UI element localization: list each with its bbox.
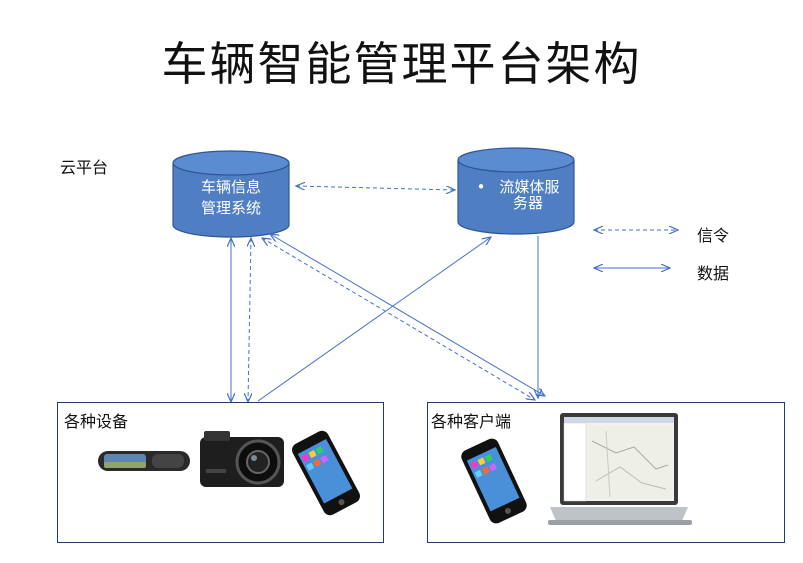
legend-data-label: 数据	[697, 264, 730, 283]
clients-box: 各种客户端	[427, 402, 785, 543]
laptop-icon	[548, 413, 692, 525]
camera-icon	[200, 431, 284, 487]
vehicle-system-database-icon	[172, 150, 290, 238]
signal-link-system-media	[296, 186, 455, 190]
signal-link-system-devices	[248, 238, 251, 402]
data-link-system-clients	[270, 234, 545, 396]
data-link-devices-media	[257, 237, 491, 402]
cloud-platform-label: 云平台	[60, 158, 109, 177]
devices-box: 各种设备	[57, 402, 384, 543]
smartphone-icon	[292, 430, 360, 516]
media-server-label-line1: 流媒体服	[499, 178, 560, 196]
legend-signal-label: 信令	[697, 226, 730, 245]
signal-link-system-clients	[262, 238, 535, 400]
rearview-mirror-dashcam-icon	[98, 451, 190, 471]
vehicle-system-label-line1: 车辆信息	[200, 178, 261, 196]
media-server-label: • 流媒体服 务器	[462, 177, 574, 214]
media-server-bullet: •	[476, 178, 486, 196]
clients-box-label: 各种客户端	[431, 412, 512, 431]
devices-box-label: 各种设备	[64, 412, 129, 431]
diagram-title: 车辆智能管理平台架构	[161, 37, 642, 91]
client-smartphone-icon	[461, 438, 527, 524]
vehicle-system-label-line2: 管理系统	[200, 199, 261, 217]
vehicle-system-label: 车辆信息 管理系统	[173, 177, 289, 219]
media-server-label-line2: 务器	[512, 194, 543, 212]
